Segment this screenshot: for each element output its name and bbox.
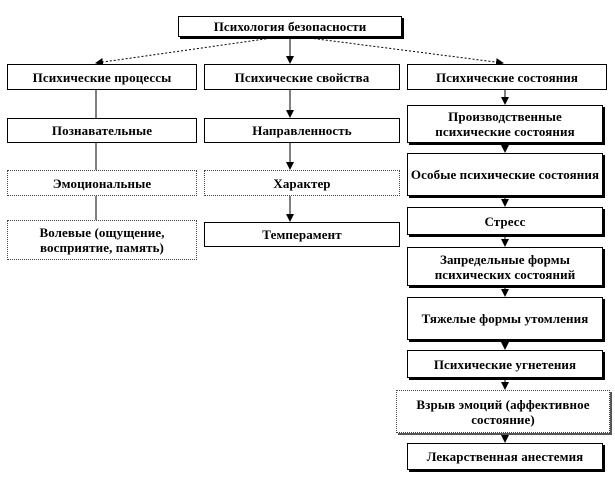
branch-processes-label: Психические процессы — [32, 69, 172, 85]
connector-root-states — [293, 35, 504, 67]
connector-root-processes — [95, 35, 287, 66]
process-cognitive-node: Познавательные — [7, 118, 197, 143]
state-fatigue-label: Тяжелые формы утомления — [421, 311, 589, 326]
process-emotional-node: Эмоциональные — [7, 170, 197, 196]
property-character-label: Характер — [273, 175, 331, 191]
process-volitional-label: Волевые (ощущение, восприятие, память) — [39, 225, 165, 255]
state-depression-node: Психические угнетения — [407, 350, 603, 378]
property-orientation-label: Направленность — [252, 123, 352, 138]
branch-processes-node: Психические процессы — [7, 64, 197, 90]
property-temperament-node: Темперамент — [204, 222, 400, 247]
property-character-node: Характер — [204, 170, 400, 196]
state-fatigue-node: Тяжелые формы утомления — [407, 297, 603, 340]
root-node: Психология безопасности — [178, 16, 402, 37]
state-production-label: Производственные психические состояния — [435, 109, 575, 139]
state-stress-label: Стресс — [484, 213, 526, 229]
state-anesthesia-label: Лекарственная анестемия — [426, 449, 584, 464]
property-temperament-label: Темперамент — [262, 227, 342, 242]
state-depression-label: Психические угнетения — [433, 356, 577, 372]
branch-states-label: Психические состояния — [435, 69, 579, 85]
root-label: Психология безопасности — [213, 19, 367, 34]
state-extreme-node: Запредельные формы психических состояний — [407, 247, 603, 286]
process-volitional-node: Волевые (ощущение, восприятие, память) — [7, 220, 197, 260]
state-affect-node: Взрыв эмоций (аффективное состояние) — [396, 390, 610, 433]
branch-properties-node: Психические свойства — [204, 64, 400, 90]
branch-states-node: Психические состояния — [407, 64, 607, 90]
state-stress-node: Стресс — [407, 207, 603, 235]
process-cognitive-label: Познавательные — [51, 123, 153, 138]
state-extreme-label: Запредельные формы психических состояний — [434, 251, 576, 282]
state-special-label: Особые психические состояния — [410, 167, 600, 182]
state-production-node: Производственные психические состояния — [407, 105, 603, 143]
process-emotional-label: Эмоциональные — [52, 175, 152, 191]
state-special-node: Особые психические состояния — [407, 153, 603, 196]
branch-properties-label: Психические свойства — [234, 69, 370, 85]
property-orientation-node: Направленность — [204, 118, 400, 143]
state-anesthesia-node: Лекарственная анестемия — [407, 443, 603, 470]
state-affect-label: Взрыв эмоций (аффективное состояние) — [416, 396, 590, 427]
